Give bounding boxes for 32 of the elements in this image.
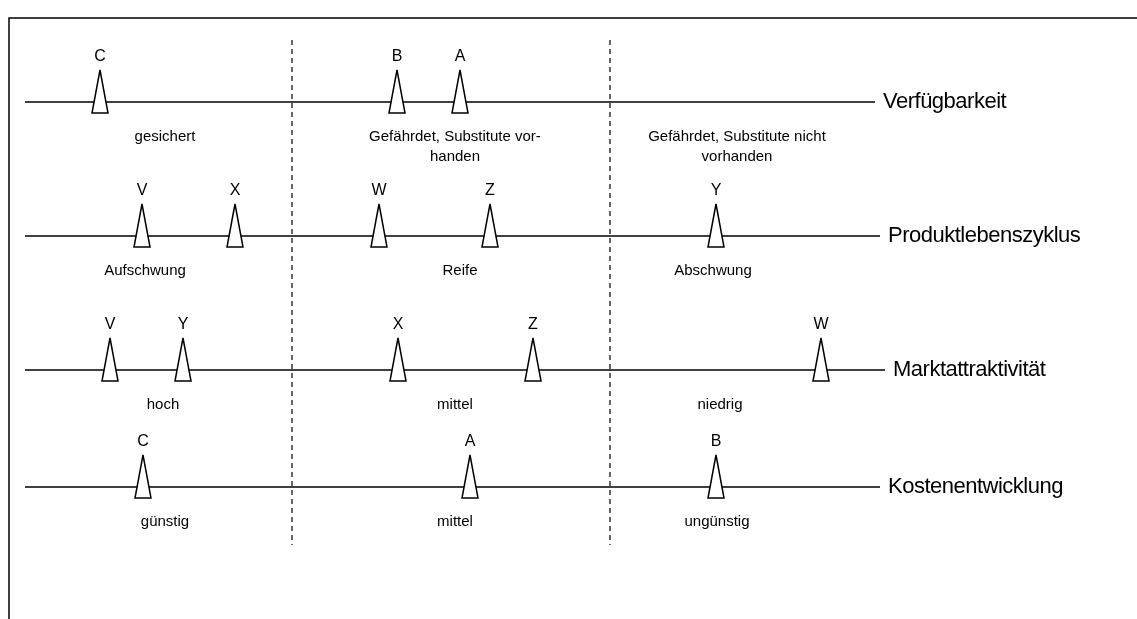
marker-letter: Z	[528, 315, 538, 333]
category-label: Reife	[442, 260, 478, 280]
marker-letter: Z	[485, 181, 495, 199]
category-label: mittel	[437, 511, 473, 531]
marker-letter: A	[454, 47, 466, 65]
category-label: Aufschwung	[104, 260, 186, 280]
marker-letter: X	[229, 181, 241, 199]
category-label: Gefährdet, Substitute nicht vorhanden	[647, 126, 827, 166]
marker-letter: X	[392, 315, 404, 333]
category-label: Abschwung	[674, 260, 752, 280]
marker-letter: B	[710, 432, 722, 450]
category-label: gesichert	[134, 126, 196, 146]
scale-title: Produktlebenszyklus	[888, 222, 1081, 248]
marker-letter: C	[137, 432, 149, 450]
marker-letter: V	[136, 181, 148, 199]
marker-letter: C	[94, 47, 106, 65]
scale-title: Marktattraktivität	[893, 356, 1046, 382]
marker-letter: Y	[177, 315, 189, 333]
marker-letter: W	[371, 181, 387, 199]
category-label: günstig	[140, 511, 190, 531]
scale-title: Kostenentwicklung	[888, 473, 1063, 499]
category-label: ungünstig	[684, 511, 750, 531]
category-label: Gefährdet, Substitute vor- handen	[368, 126, 542, 166]
marker-letter: Y	[710, 181, 722, 199]
marker-letter: A	[464, 432, 476, 450]
category-label: niedrig	[697, 394, 743, 414]
marker-letter: V	[104, 315, 116, 333]
scale-title: Verfügbarkeit	[883, 88, 1007, 114]
category-label: hoch	[146, 394, 180, 414]
marker-letter: B	[391, 47, 403, 65]
marker-letter: W	[813, 315, 829, 333]
category-label: mittel	[437, 394, 473, 414]
